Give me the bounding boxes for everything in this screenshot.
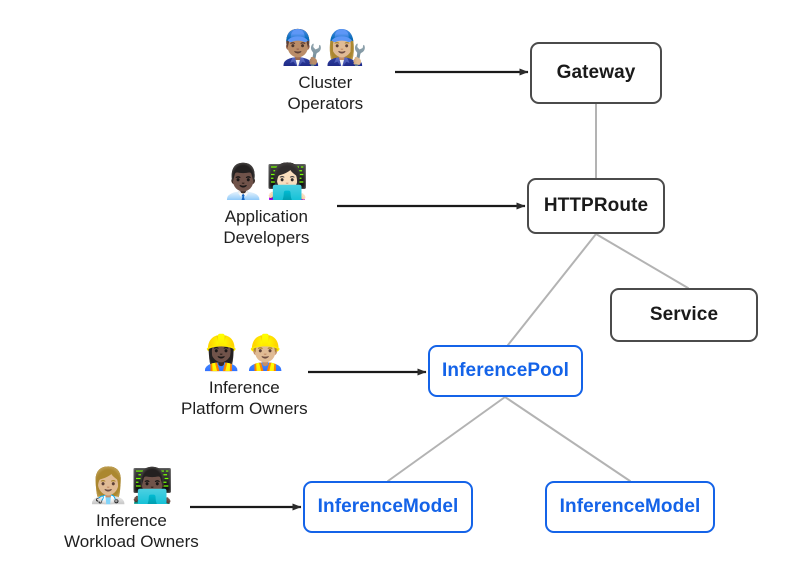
persona-label-inference-workload-owners: Inference	[95, 511, 167, 530]
node-gateway[interactable]: Gateway	[530, 42, 662, 104]
persona-label-application-developers: Application	[224, 207, 308, 226]
edge-httproute-pool	[507, 233, 597, 346]
node-label-gateway: Gateway	[556, 62, 636, 83]
node-label-service: Service	[649, 304, 719, 325]
node-pool[interactable]: InferencePool	[428, 345, 583, 397]
edge-pool-model2	[504, 396, 631, 482]
office-worker-and-technologist-icon: 👨🏿‍💼👩🏻‍💻	[222, 162, 311, 202]
persona-label-inference-workload-owners: Workload Owners	[64, 532, 199, 551]
persona-label-inference-platform-owners: Inference	[208, 378, 280, 397]
node-label-model2: InferenceModel	[559, 496, 701, 517]
persona-label-application-developers: Developers	[223, 228, 310, 247]
persona-label-cluster-operators: Operators	[287, 94, 364, 113]
node-label-httproute: HTTPRoute	[543, 195, 649, 216]
node-service[interactable]: Service	[610, 288, 758, 342]
persona-label-cluster-operators: Cluster	[298, 73, 353, 92]
node-model2[interactable]: InferenceModel	[545, 481, 715, 533]
node-label-model1: InferenceModel	[317, 496, 459, 517]
health-worker-and-technologist-icon: 👩🏼‍⚕️👨🏿‍💻	[87, 466, 176, 506]
node-label-pool: InferencePool	[442, 360, 569, 381]
node-model1[interactable]: InferenceModel	[303, 481, 473, 533]
persona-ownership-arrows	[190, 68, 529, 511]
mechanic-pair-icon: 👨🏽‍🔧👩🏼‍🔧	[281, 28, 370, 68]
construction-worker-pair-icon: 👷🏿‍♀️👷🏼‍♂️	[199, 333, 289, 373]
persona-label-inference-platform-owners: Platform Owners	[181, 399, 308, 418]
edge-httproute-service	[595, 233, 689, 289]
node-httproute[interactable]: HTTPRoute	[527, 178, 665, 234]
edge-pool-model1	[387, 396, 506, 482]
